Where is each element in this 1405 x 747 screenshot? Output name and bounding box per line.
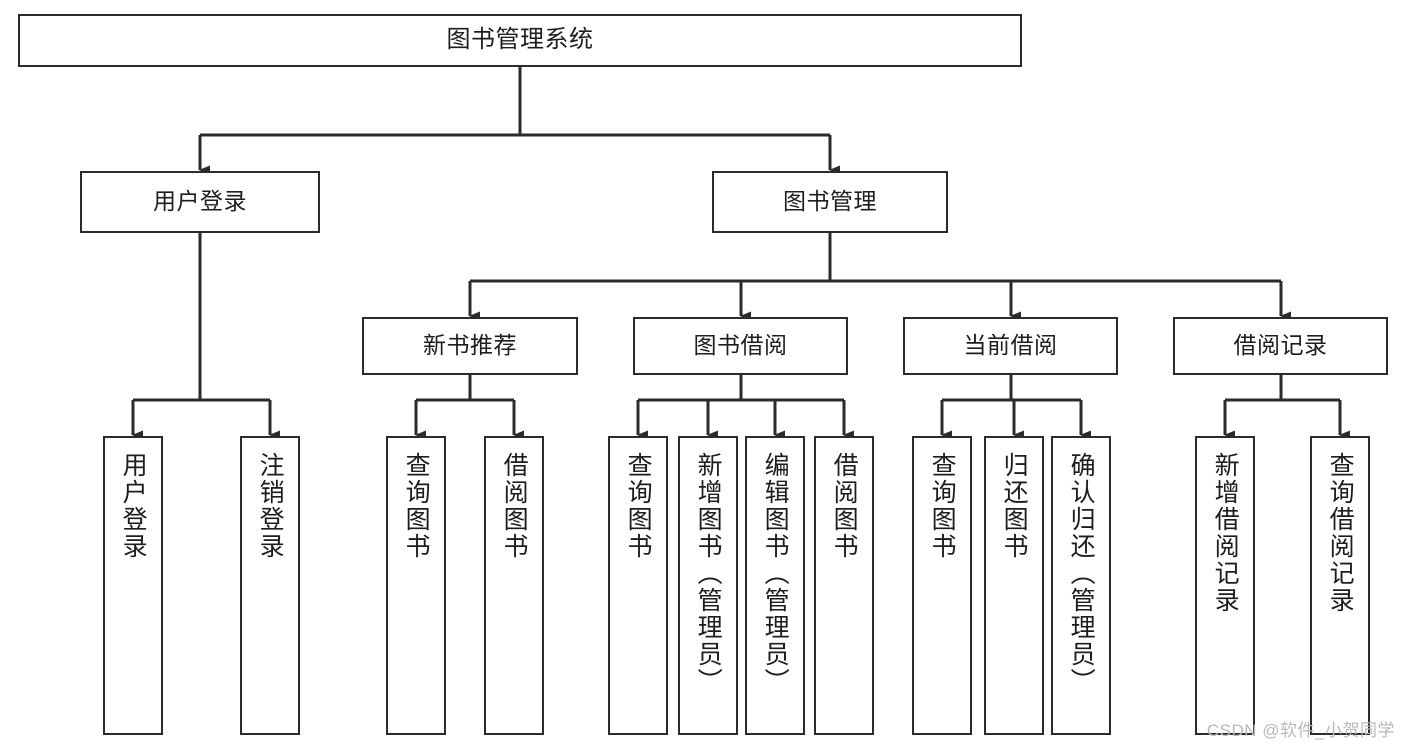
node-label: 图书管理系统 — [446, 26, 594, 54]
node-label: 图书管理 — [783, 188, 877, 215]
node-label: 借阅记录 — [1233, 332, 1328, 359]
node-lf11[interactable]: 确认归还（管理员） — [1051, 436, 1111, 735]
node-l2a[interactable]: 新书推荐 — [362, 317, 578, 375]
node-label: 确认归还（管理员） — [1067, 452, 1096, 695]
node-root[interactable]: 图书管理系统 — [18, 14, 1022, 67]
node-lf2[interactable]: 注销登录 — [240, 436, 300, 735]
node-label: 借阅图书 — [500, 452, 529, 560]
node-l2b[interactable]: 图书借阅 — [633, 317, 848, 375]
node-lf10[interactable]: 归还图书 — [984, 436, 1044, 735]
node-l1b[interactable]: 图书管理 — [712, 171, 948, 233]
node-lf8[interactable]: 借阅图书 — [814, 436, 874, 735]
watermark-text: CSDN @软件_小贺同学 — [1206, 721, 1395, 740]
node-l1a[interactable]: 用户登录 — [80, 171, 320, 233]
node-label: 注销登录 — [256, 452, 285, 560]
node-label: 新书推荐 — [423, 332, 517, 359]
node-lf1[interactable]: 用户登录 — [103, 436, 163, 735]
node-label: 新增图书（管理员） — [694, 452, 723, 695]
node-lf4[interactable]: 借阅图书 — [484, 436, 544, 735]
node-label: 图书借阅 — [693, 332, 788, 359]
node-label: 查询图书 — [402, 452, 431, 560]
node-label: 用户登录 — [153, 188, 247, 215]
node-label: 查询借阅记录 — [1326, 452, 1355, 614]
node-label: 借阅图书 — [830, 452, 859, 560]
node-label: 当前借阅 — [963, 332, 1058, 359]
node-lf5[interactable]: 查询图书 — [608, 436, 668, 735]
node-lf7[interactable]: 编辑图书（管理员） — [745, 436, 805, 735]
node-lf6[interactable]: 新增图书（管理员） — [678, 436, 738, 735]
node-lf9[interactable]: 查询图书 — [912, 436, 972, 735]
node-lf3[interactable]: 查询图书 — [386, 436, 446, 735]
node-lf13[interactable]: 查询借阅记录 — [1310, 436, 1370, 735]
node-label: 查询图书 — [928, 452, 957, 560]
node-label: 新增借阅记录 — [1211, 452, 1240, 614]
node-l2c[interactable]: 当前借阅 — [903, 317, 1118, 375]
node-lf12[interactable]: 新增借阅记录 — [1195, 436, 1255, 735]
node-label: 查询图书 — [624, 452, 653, 560]
node-label: 编辑图书（管理员） — [761, 452, 790, 695]
node-label: 用户登录 — [119, 452, 148, 560]
node-l2d[interactable]: 借阅记录 — [1173, 317, 1388, 375]
node-label: 归还图书 — [1000, 452, 1029, 560]
